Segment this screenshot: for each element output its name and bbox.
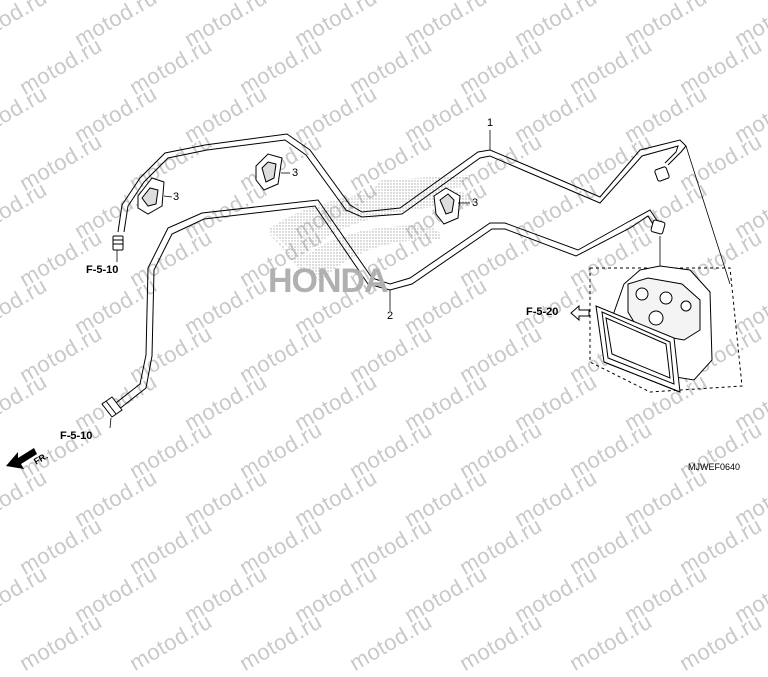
honda-logo-text: HONDA xyxy=(268,262,389,300)
diagram-code: MJWEF0640 xyxy=(688,462,741,472)
watermark-text: motod.ru xyxy=(455,608,547,676)
parts-diagram xyxy=(6,130,743,469)
pipe-clamp-c[interactable] xyxy=(433,187,461,225)
pipe-fitting-rear xyxy=(101,396,123,418)
watermark-text: motod.ru xyxy=(235,608,327,676)
pipe-fitting-front xyxy=(112,235,124,251)
callout-pipe-1[interactable]: 1 xyxy=(487,117,494,129)
watermark-text: motod.ru xyxy=(125,608,217,676)
reference-rear-left[interactable]: F-5-10 xyxy=(60,430,93,442)
reference-front-left[interactable]: F-5-10 xyxy=(86,264,119,276)
modulator-frame xyxy=(589,267,743,393)
callout-pipe-2[interactable]: 2 xyxy=(387,310,394,322)
reference-arrow-icon xyxy=(570,304,590,322)
pipe-clamp-b[interactable] xyxy=(255,153,283,191)
reference-modulator[interactable]: F-5-20 xyxy=(526,306,559,318)
brake-pipe-1[interactable] xyxy=(117,133,687,233)
front-arrow-icon xyxy=(6,448,37,469)
callout-clamp-c[interactable]: 3 xyxy=(472,197,479,209)
watermark-text: motod.ru xyxy=(675,608,767,676)
watermark-text: motod.ru xyxy=(565,608,657,676)
callout-clamp-b[interactable]: 3 xyxy=(292,167,299,179)
callout-clamp-a[interactable]: 3 xyxy=(173,191,180,203)
pipe-fitting-modulator-2 xyxy=(650,219,666,235)
pipe-clamp-a[interactable] xyxy=(137,177,165,215)
watermark-text: motod.ru xyxy=(15,608,107,676)
watermark-text: motod.ru xyxy=(345,608,437,676)
leader-lines xyxy=(109,130,731,429)
pipe-fitting-modulator-1 xyxy=(654,166,670,182)
abs-modulator[interactable] xyxy=(595,265,713,393)
